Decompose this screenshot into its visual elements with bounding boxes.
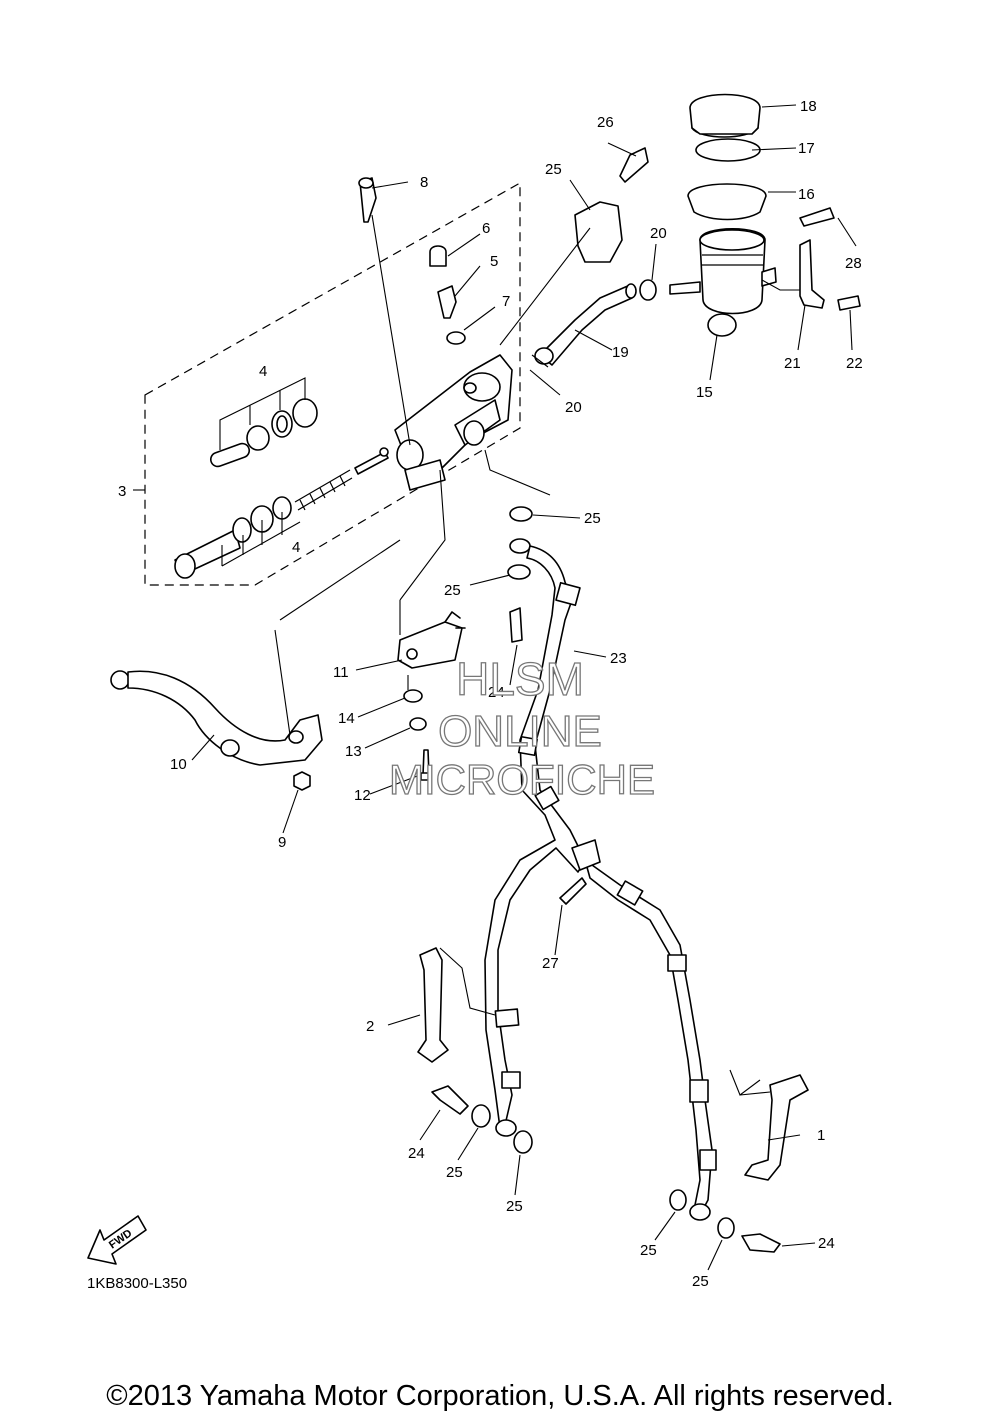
washer-icon xyxy=(409,717,427,731)
watermark-line-2: ONLINE xyxy=(438,707,602,756)
bolt-icon xyxy=(619,147,649,183)
callout-6: 6 xyxy=(482,220,490,237)
union-bolt-icon xyxy=(741,1233,781,1253)
piston-kit xyxy=(174,398,389,579)
cap-icon xyxy=(429,245,447,267)
callout-24: 24 xyxy=(818,1235,835,1252)
leader-lines xyxy=(133,104,857,1271)
union-bolt-icon xyxy=(431,1085,469,1115)
reservoir xyxy=(669,227,777,337)
callout-4: 4 xyxy=(292,539,300,556)
hose-guide-icon xyxy=(744,1074,809,1181)
callout-17: 17 xyxy=(798,140,815,157)
watermark-line-3: MICROFICHE xyxy=(389,756,655,803)
callout-13: 13 xyxy=(345,743,362,760)
cap-icon xyxy=(689,93,761,138)
callout-5: 5 xyxy=(490,253,498,270)
bolt-icon xyxy=(559,877,587,905)
callout-25: 25 xyxy=(584,510,601,527)
brake-hose-assembly xyxy=(484,538,717,1221)
callout-2: 2 xyxy=(366,1018,374,1035)
callout-26: 25 xyxy=(545,161,562,178)
callout-16: 16 xyxy=(798,186,815,203)
washer-icon xyxy=(509,506,533,522)
washer-icon xyxy=(403,689,423,703)
callout-3: 3 xyxy=(118,483,126,500)
callout-12: 12 xyxy=(354,787,371,804)
callout-labels: 1 2 3 4 4 5 6 7 8 9 10 11 12 13 14 15 16… xyxy=(118,98,863,1290)
callout-9: 9 xyxy=(278,834,286,851)
callout-19: 19 xyxy=(612,344,629,361)
callout-29: 28 xyxy=(845,255,862,272)
callout-1: 1 xyxy=(817,1127,825,1144)
watermark: HLSM ONLINE MICROFICHE xyxy=(388,652,655,803)
callout-14: 14 xyxy=(338,710,355,727)
callout-4: 4 xyxy=(259,363,267,380)
washer-icon xyxy=(717,1217,735,1239)
hose-clamp-icon xyxy=(534,347,554,365)
diaphragm-icon xyxy=(687,183,767,221)
washer-icon xyxy=(507,564,531,580)
callout-7: 7 xyxy=(502,293,510,310)
copyright-notice: ©2013 Yamaha Motor Corporation, U.S.A. A… xyxy=(106,1380,894,1412)
callout-20: 20 xyxy=(565,399,582,416)
brake-switch xyxy=(397,611,466,669)
bolt-icon xyxy=(837,295,861,311)
callout-25: 25 xyxy=(446,1164,463,1181)
callout-25: 25 xyxy=(692,1273,709,1290)
callout-22: 22 xyxy=(846,355,863,372)
union-bolt-icon xyxy=(437,285,457,319)
union-bolt-icon xyxy=(509,607,523,643)
hose-guide-icon xyxy=(417,947,449,1063)
callout-10: 10 xyxy=(170,756,187,773)
hose-clamp-icon xyxy=(639,279,657,301)
callout-27: 26 xyxy=(597,114,614,131)
holder-icon xyxy=(574,201,623,263)
master-cylinder-body xyxy=(394,354,513,491)
callout-8: 8 xyxy=(420,174,428,191)
nut-icon xyxy=(293,771,311,791)
diagram-code: 1KB8300-L350 xyxy=(87,1275,187,1292)
callout-15: 15 xyxy=(696,384,713,401)
washer-icon xyxy=(513,1130,533,1154)
washer-icon xyxy=(669,1189,687,1211)
callout-23: 23 xyxy=(610,650,627,667)
plate-icon xyxy=(695,138,761,162)
washer-icon xyxy=(471,1104,491,1128)
callout-20: 20 xyxy=(650,225,667,242)
callout-24: 24 xyxy=(408,1145,425,1162)
callout-11: 11 xyxy=(333,664,349,681)
callout-28: 27 xyxy=(542,955,559,972)
callout-24: 24 xyxy=(488,684,505,701)
assembly-outline xyxy=(144,181,521,586)
fwd-arrow-icon: FWD xyxy=(87,1215,147,1265)
callout-18: 18 xyxy=(800,98,817,115)
watermark-line-1: HLSM xyxy=(456,653,584,705)
callout-25: 25 xyxy=(506,1198,523,1215)
callout-21: 21 xyxy=(784,355,801,372)
callout-25: 25 xyxy=(444,582,461,599)
brake-lever xyxy=(110,670,323,766)
bolt-icon xyxy=(799,207,835,227)
callout-25: 25 xyxy=(640,1242,657,1259)
bracket-icon xyxy=(799,239,825,309)
